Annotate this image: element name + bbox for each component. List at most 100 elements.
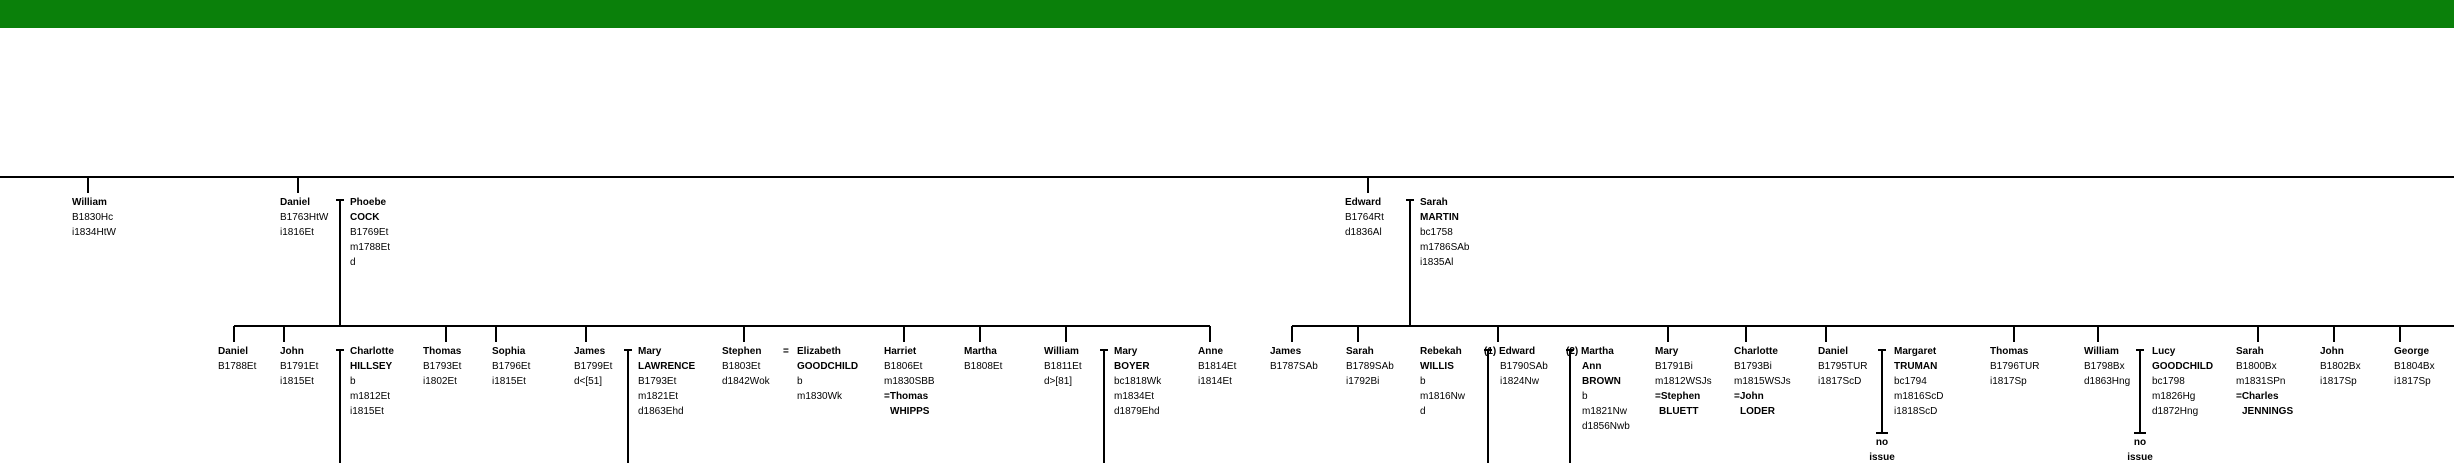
person-martha-ann-brown[interactable]: (2) Martha Ann BROWN b m1821Nw d1856Nwb xyxy=(1566,344,1630,434)
person-first-name: Daniel xyxy=(280,197,311,208)
person-detail: i1816Et xyxy=(280,227,314,238)
person-william-1811[interactable]: William B1811Et d>[81] xyxy=(1044,344,1082,389)
person-rebekah-willis[interactable]: Rebekah WILLIS b m1816Nw d xyxy=(1420,344,1465,419)
person-detail: d1856Nwb xyxy=(1582,421,1630,432)
person-first-name: Mary xyxy=(638,346,662,357)
person-detail: m1788Et xyxy=(350,242,391,253)
person-detail: m1834Et xyxy=(1114,391,1155,402)
person-daniel-1795[interactable]: Daniel B1795TUR i1817ScD xyxy=(1818,344,1867,389)
person-detail: bc1798 xyxy=(2152,376,2185,387)
person-george-1804[interactable]: George B1804Bx i1817Sp xyxy=(2394,344,2435,389)
person-detail: B1791Et xyxy=(280,361,319,372)
person-detail: b xyxy=(1420,376,1426,387)
person-detail: m1821Et xyxy=(638,391,679,402)
spouse-name: =Thomas xyxy=(884,391,929,402)
person-surname: COCK xyxy=(350,212,380,223)
no-issue-line1: no xyxy=(1875,437,1889,448)
person-detail: i1835Al xyxy=(1420,257,1454,268)
person-detail: B1808Et xyxy=(964,361,1003,372)
no-issue-label: no issue xyxy=(1864,435,1900,465)
person-detail: b xyxy=(797,376,803,387)
person-john-1791[interactable]: John B1791Et i1815Et xyxy=(280,344,318,389)
person-daniel-1788[interactable]: Daniel B1788Et xyxy=(218,344,256,374)
person-detail: B1811Et xyxy=(1044,361,1082,372)
person-william-1830[interactable]: William B1830Hc i1834HtW xyxy=(72,195,116,240)
person-surname: GOODCHILD xyxy=(797,361,859,372)
person-detail: i1824Nw xyxy=(1500,376,1539,387)
person-detail: B1803Et xyxy=(722,361,761,372)
person-mary-boyer[interactable]: Mary BOYER bc1818Wk m1834Et d1879Ehd xyxy=(1114,344,1161,419)
person-first-name: William xyxy=(1044,346,1079,357)
person-first-name: Lucy xyxy=(2152,346,2176,357)
person-first-name: (1) Edward xyxy=(1484,346,1536,357)
person-sophia-1796[interactable]: Sophia B1796Et i1815Et xyxy=(492,344,530,389)
person-detail: d>[81] xyxy=(1044,376,1073,387)
person-detail: m1816ScD xyxy=(1894,391,1944,402)
person-detail: d1836Al xyxy=(1345,227,1382,238)
person-surname: BOYER xyxy=(1114,361,1150,372)
spouse-surname: LODER xyxy=(1740,406,1775,417)
person-detail: i1792Bi xyxy=(1346,376,1380,387)
person-stephen-1803[interactable]: Stephen B1803Et d1842Wok xyxy=(722,344,770,389)
person-elizabeth-goodchild[interactable]: Elizabeth GOODCHILD b m1830Wk xyxy=(797,344,858,404)
person-detail: B1796TUR xyxy=(1990,361,2040,372)
person-anne-1814[interactable]: Anne B1814Et i1814Et xyxy=(1198,344,1236,389)
person-first-name: Sarah xyxy=(1346,346,1374,357)
person-first-name: John xyxy=(280,346,304,357)
person-first-name: Daniel xyxy=(218,346,249,357)
person-detail: i1802Et xyxy=(423,376,457,387)
person-james-1787[interactable]: James B1787SAb xyxy=(1270,344,1318,374)
person-detail: b xyxy=(350,376,356,387)
person-martha-1808[interactable]: Martha B1808Et xyxy=(964,344,1002,374)
person-surname: HILLSEY xyxy=(350,361,393,372)
person-first-name: Daniel xyxy=(1818,346,1849,357)
person-detail: bc1818Wk xyxy=(1114,376,1162,387)
person-detail: d<[51] xyxy=(574,376,603,387)
person-john-1802[interactable]: John B1802Bx i1817Sp xyxy=(2320,344,2361,389)
person-sarah-1789[interactable]: Sarah B1789SAb i1792Bi xyxy=(1346,344,1394,389)
person-lucy-goodchild[interactable]: Lucy GOODCHILD bc1798 m1826Hg d1872Hng xyxy=(2152,344,2213,419)
person-detail: B1787SAb xyxy=(1270,361,1318,372)
person-charlotte-1793[interactable]: Charlotte B1793Bi m1815WSJs =John LODER xyxy=(1734,344,1791,419)
spouse-surname: BLUETT xyxy=(1659,406,1699,417)
person-harriet-1806[interactable]: Harriet B1806Et m1830SBB =Thomas WHIPPS xyxy=(884,344,935,419)
no-issue-line2: issue xyxy=(2127,452,2153,463)
person-detail: B1795TUR xyxy=(1818,361,1868,372)
person-charlotte-hillsey[interactable]: Charlotte HILLSEY b m1812Et i1815Et xyxy=(350,344,394,419)
person-thomas-1793[interactable]: Thomas B1793Et i1802Et xyxy=(423,344,461,389)
spouse-name: =Stephen xyxy=(1655,391,1701,402)
person-phoebe-cock[interactable]: Phoebe COCK B1769Et m1788Et d xyxy=(350,195,390,270)
person-edward-1790[interactable]: (1) Edward B1790SAb i1824Nw xyxy=(1484,344,1548,389)
person-mary-1791[interactable]: Mary B1791Bi m1812WSJs =Stephen BLUETT xyxy=(1655,344,1712,419)
person-james-1799[interactable]: James B1799Et d<[51] xyxy=(574,344,612,389)
person-william-1798[interactable]: William B1798Bx d1863Hng xyxy=(2084,344,2130,389)
person-detail: B1793Bi xyxy=(1734,361,1772,372)
person-sarah-1800[interactable]: Sarah B1800Bx m1831SPn =Charles JENNINGS xyxy=(2236,344,2293,419)
person-first-name: Margaret xyxy=(1894,346,1937,357)
person-detail: B1788Et xyxy=(218,361,257,372)
person-detail: B1814Et xyxy=(1198,361,1237,372)
person-surname: TRUMAN xyxy=(1894,361,1938,372)
person-detail: B1799Et xyxy=(574,361,613,372)
person-edward-1764[interactable]: Edward B1764Rt d1836Al xyxy=(1345,195,1384,240)
spouse-surname: WHIPPS xyxy=(890,406,930,417)
person-sarah-martin[interactable]: Sarah MARTIN bc1758 m1786SAb i1835Al xyxy=(1420,195,1469,270)
person-margaret-truman[interactable]: Margaret TRUMAN bc1794 m1816ScD i1818ScD xyxy=(1894,344,1943,419)
person-first-name: Anne xyxy=(1198,346,1223,357)
person-detail: d xyxy=(350,257,356,268)
person-detail: m1830SBB xyxy=(884,376,935,387)
person-detail: m1812Et xyxy=(350,391,391,402)
person-first-name: James xyxy=(1270,346,1302,357)
person-detail: i1814Et xyxy=(1198,376,1232,387)
person-first-name: Stephen xyxy=(722,346,762,357)
person-daniel-1763[interactable]: Daniel B1763HtW i1816Et xyxy=(280,195,328,240)
marriage-equals-sign: = xyxy=(783,346,789,357)
person-surname: MARTIN xyxy=(1420,212,1459,223)
person-mary-lawrence[interactable]: Mary LAWRENCE B1793Et m1821Et d1863Ehd xyxy=(638,344,695,419)
no-issue-line1: no xyxy=(2133,437,2147,448)
person-first-name: Rebekah xyxy=(1420,346,1462,357)
person-detail: B1806Et xyxy=(884,361,923,372)
person-first-name: Edward xyxy=(1345,197,1382,208)
person-thomas-1796[interactable]: Thomas B1796TUR i1817Sp xyxy=(1990,344,2039,389)
